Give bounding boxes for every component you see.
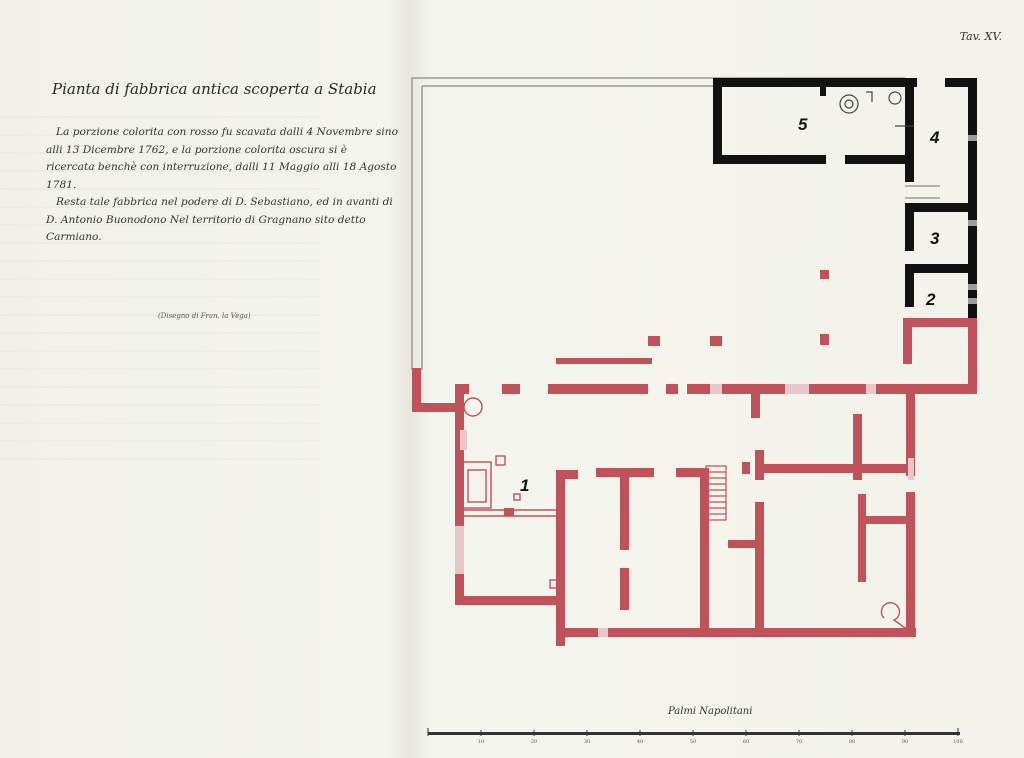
draughtsman-signature: (Disegno di Fran. la Vega)	[158, 312, 251, 320]
scale-tick-label: 60	[743, 739, 749, 745]
description-paragraph-2: Resta tale fabbrica nel podere di D. Seb…	[46, 196, 393, 243]
scale-tick-label: 20	[531, 739, 537, 745]
room-label-1: 1	[520, 476, 529, 495]
scale-tick-label: 90	[902, 739, 908, 745]
room-label-4: 4	[929, 128, 940, 147]
grey-wall-marks	[968, 135, 977, 304]
plate-number: Tav. XV.	[959, 30, 1002, 43]
walls-explored-1781	[713, 78, 977, 320]
scale-ticks	[427, 728, 959, 736]
show-through-text	[0, 100, 320, 460]
scale-tick-label: 70	[796, 739, 802, 745]
staircase	[705, 465, 727, 521]
walls-excavated-1762	[412, 270, 977, 646]
room-label-3: 3	[930, 229, 940, 248]
room-5-fixtures	[839, 91, 914, 127]
scale-tick-label: 40	[637, 739, 643, 745]
plate-description: La porzione colorita con rosso fu scavat…	[46, 124, 398, 247]
plan-details	[462, 397, 909, 631]
pink-thresholds	[455, 384, 914, 637]
enclosure-outline	[411, 77, 940, 370]
plate-title: Pianta di fabbrica antica scoperta a Sta…	[52, 80, 377, 98]
room-label-5: 5	[798, 115, 808, 134]
room-label-2: 2	[925, 290, 936, 309]
scale-tick-label: 50	[690, 739, 696, 745]
scale-label: Palmi Napolitani	[668, 706, 753, 717]
scale-tick-label: 80	[849, 739, 855, 745]
scale-tick-label: 100	[953, 739, 963, 745]
scale-tick-label: 30	[584, 739, 590, 745]
scale-tick-label: 10	[478, 739, 484, 745]
scale-bar: 10 20 30 40 50 60 70 80 90 100	[427, 728, 963, 745]
description-paragraph-1: La porzione colorita con rosso fu scavat…	[46, 126, 399, 191]
